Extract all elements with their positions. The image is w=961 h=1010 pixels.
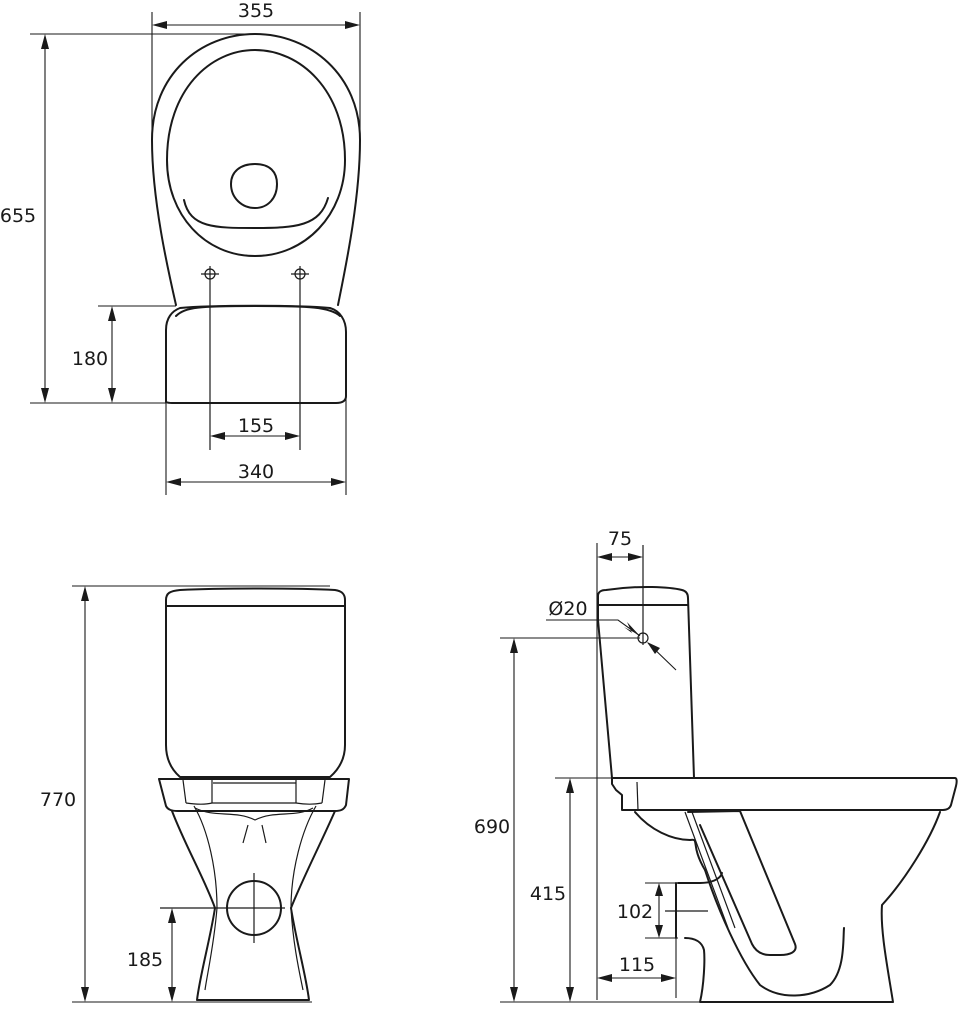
front-pedestal-outline <box>171 810 336 1001</box>
bolt-hole-left <box>201 266 219 450</box>
side-view: 102 75 Ø20 690 <box>474 528 958 1003</box>
front-cistern-outline <box>165 587 346 778</box>
dim-label-bolt-spacing: 155 <box>238 415 274 437</box>
cistern-lid-edge <box>175 305 341 317</box>
dim-340: 340 <box>165 396 347 495</box>
dim-label-inlet-diameter: Ø20 <box>548 598 587 620</box>
bolt-hole-right <box>291 266 309 450</box>
cistern-top-outline <box>165 304 347 404</box>
dim-diameter-20: Ø20 <box>546 598 677 671</box>
dim-label-seat-height: 415 <box>530 883 566 905</box>
dim-185: 185 <box>127 908 176 1002</box>
front-view: 770 185 <box>40 585 350 1003</box>
dim-label-inlet-offset: 75 <box>608 528 632 550</box>
bowl-inner-rim <box>166 49 346 257</box>
dim-690: 690 <box>474 637 640 1002</box>
dim-770: 770 <box>40 585 330 1002</box>
dim-label-cistern-depth: 180 <box>72 348 108 370</box>
bowl-outer-outline <box>151 33 361 306</box>
side-bowl-body <box>684 811 941 1003</box>
dim-label-overall-width: 355 <box>238 0 274 22</box>
dim-102: 102 <box>617 882 678 939</box>
dim-155: 155 <box>210 415 300 440</box>
dim-label-outlet-height: 185 <box>127 949 163 971</box>
dim-115: 115 <box>597 938 677 998</box>
front-bowl-rim <box>158 778 350 812</box>
side-trapway <box>687 810 797 956</box>
dim-355: 355 <box>151 0 361 140</box>
drain-opening <box>230 163 278 209</box>
bowl-water-curve <box>183 197 329 229</box>
dim-label-inlet-height: 690 <box>474 816 510 838</box>
dim-655: 655 <box>0 33 255 404</box>
side-cistern-outline <box>597 585 695 779</box>
top-view: 355 655 180 155 3 <box>0 0 361 495</box>
dim-label-overall-height: 770 <box>40 789 76 811</box>
dim-75: 75 <box>596 528 643 1000</box>
dim-415: 415 <box>530 777 612 1002</box>
dim-label-cistern-width: 340 <box>238 461 274 483</box>
dim-label-outlet-offset: 115 <box>619 954 655 976</box>
dim-180: 180 <box>72 305 176 403</box>
side-bowl-rim <box>611 777 958 811</box>
dim-label-outlet-size: 102 <box>617 901 653 923</box>
dim-label-overall-depth: 655 <box>0 205 36 227</box>
